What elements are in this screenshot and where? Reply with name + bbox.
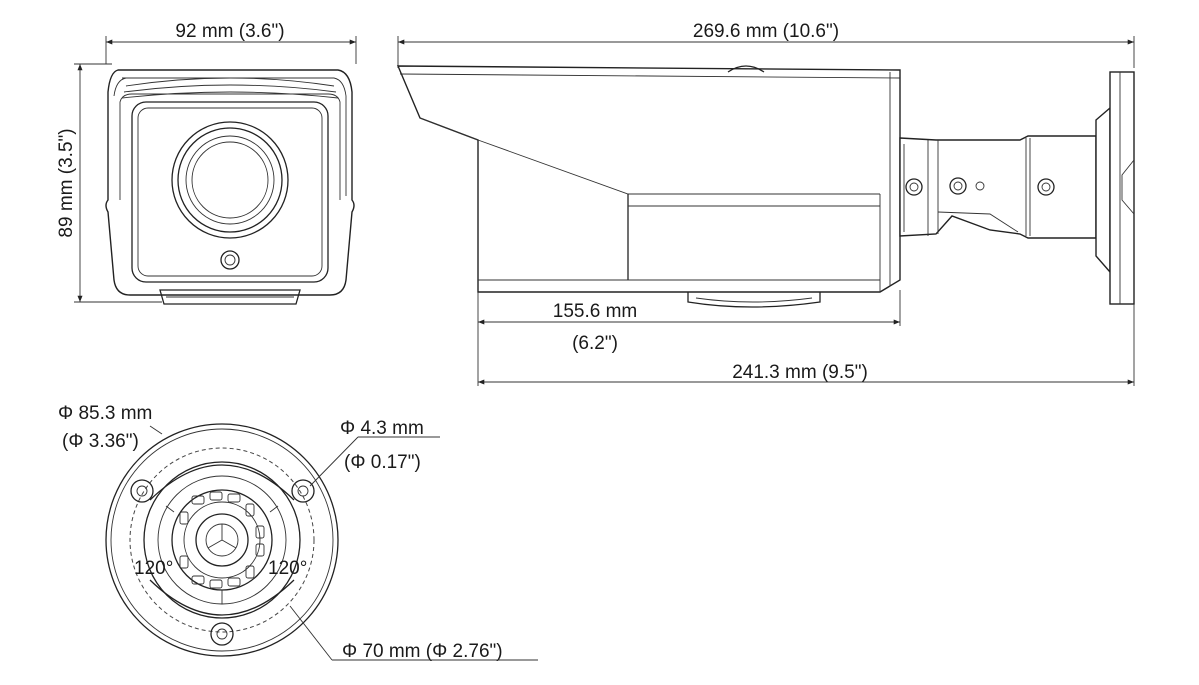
base-outer-mm-label: Φ 85.3 mm xyxy=(58,403,152,424)
front-height-label: 89 mm (3.5") xyxy=(56,128,77,237)
side-view: 269.6 mm (10.6") xyxy=(396,21,1135,386)
hole-in-label: (Φ 0.17") xyxy=(344,452,421,473)
angle-left-label: 120° xyxy=(134,558,173,579)
hole-mm-label: Φ 4.3 mm xyxy=(340,418,424,439)
front-view: 92 mm (3.6") 89 mm (3.5") xyxy=(56,21,357,305)
base-view: Φ 85.3 mm (Φ 3.36") Φ 4.3 mm (Φ 0.17") 1… xyxy=(58,403,538,662)
hole-circle-label: Φ 70 mm (Φ 2.76") xyxy=(342,641,503,662)
base-outer-in-label: (Φ 3.36") xyxy=(62,431,139,452)
side-body-mm-label: 155.6 mm xyxy=(553,301,637,322)
angle-right-label: 120° xyxy=(268,558,307,579)
side-body-in-label: (6.2") xyxy=(572,333,618,354)
side-length-label: 241.3 mm (9.5") xyxy=(732,362,868,383)
front-width-label: 92 mm (3.6") xyxy=(175,21,284,42)
side-total-length-label: 269.6 mm (10.6") xyxy=(693,21,839,42)
